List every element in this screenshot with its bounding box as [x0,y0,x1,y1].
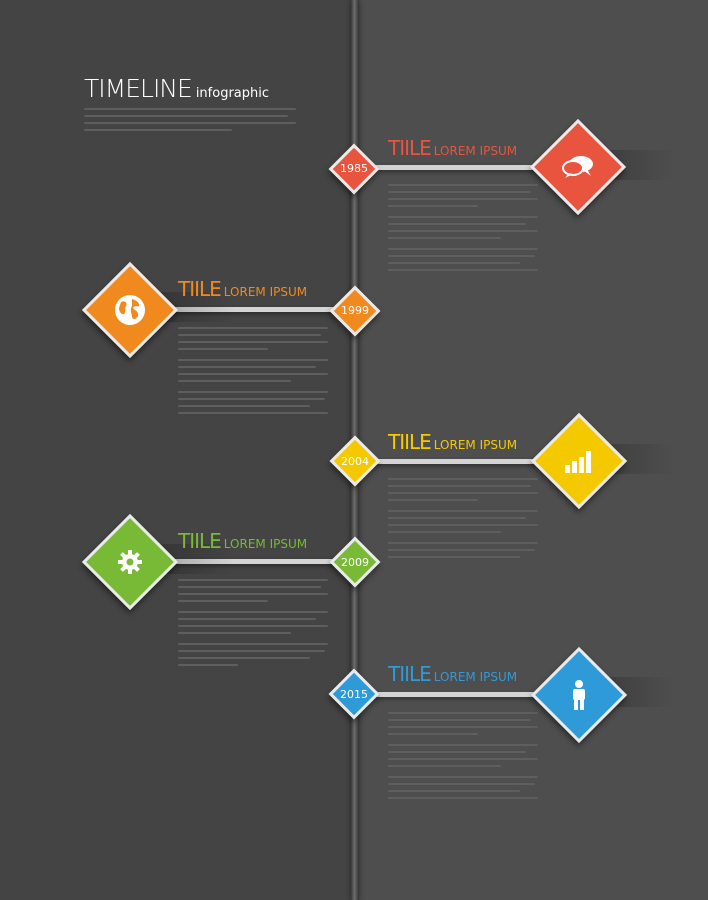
event-description [178,327,328,419]
year-label: 2009 [341,556,369,569]
speech-bubbles-icon [552,150,604,184]
event-description [388,478,538,563]
left-panel [0,0,355,900]
intro-text-block [84,108,296,136]
globe-icon [110,291,150,329]
event-description [388,184,538,276]
person-icon [559,676,599,714]
gear-icon [110,543,150,581]
year-label: 1985 [340,162,368,175]
bar-chart-icon [559,444,599,478]
title-sub: infographic [195,86,270,101]
right-panel [355,0,708,900]
event-description [388,712,538,804]
event-description [178,579,328,671]
year-label: 2004 [341,455,369,468]
year-label: 2015 [340,688,368,701]
year-label: 1999 [341,304,369,317]
title-main: TIMELINE [84,74,193,103]
